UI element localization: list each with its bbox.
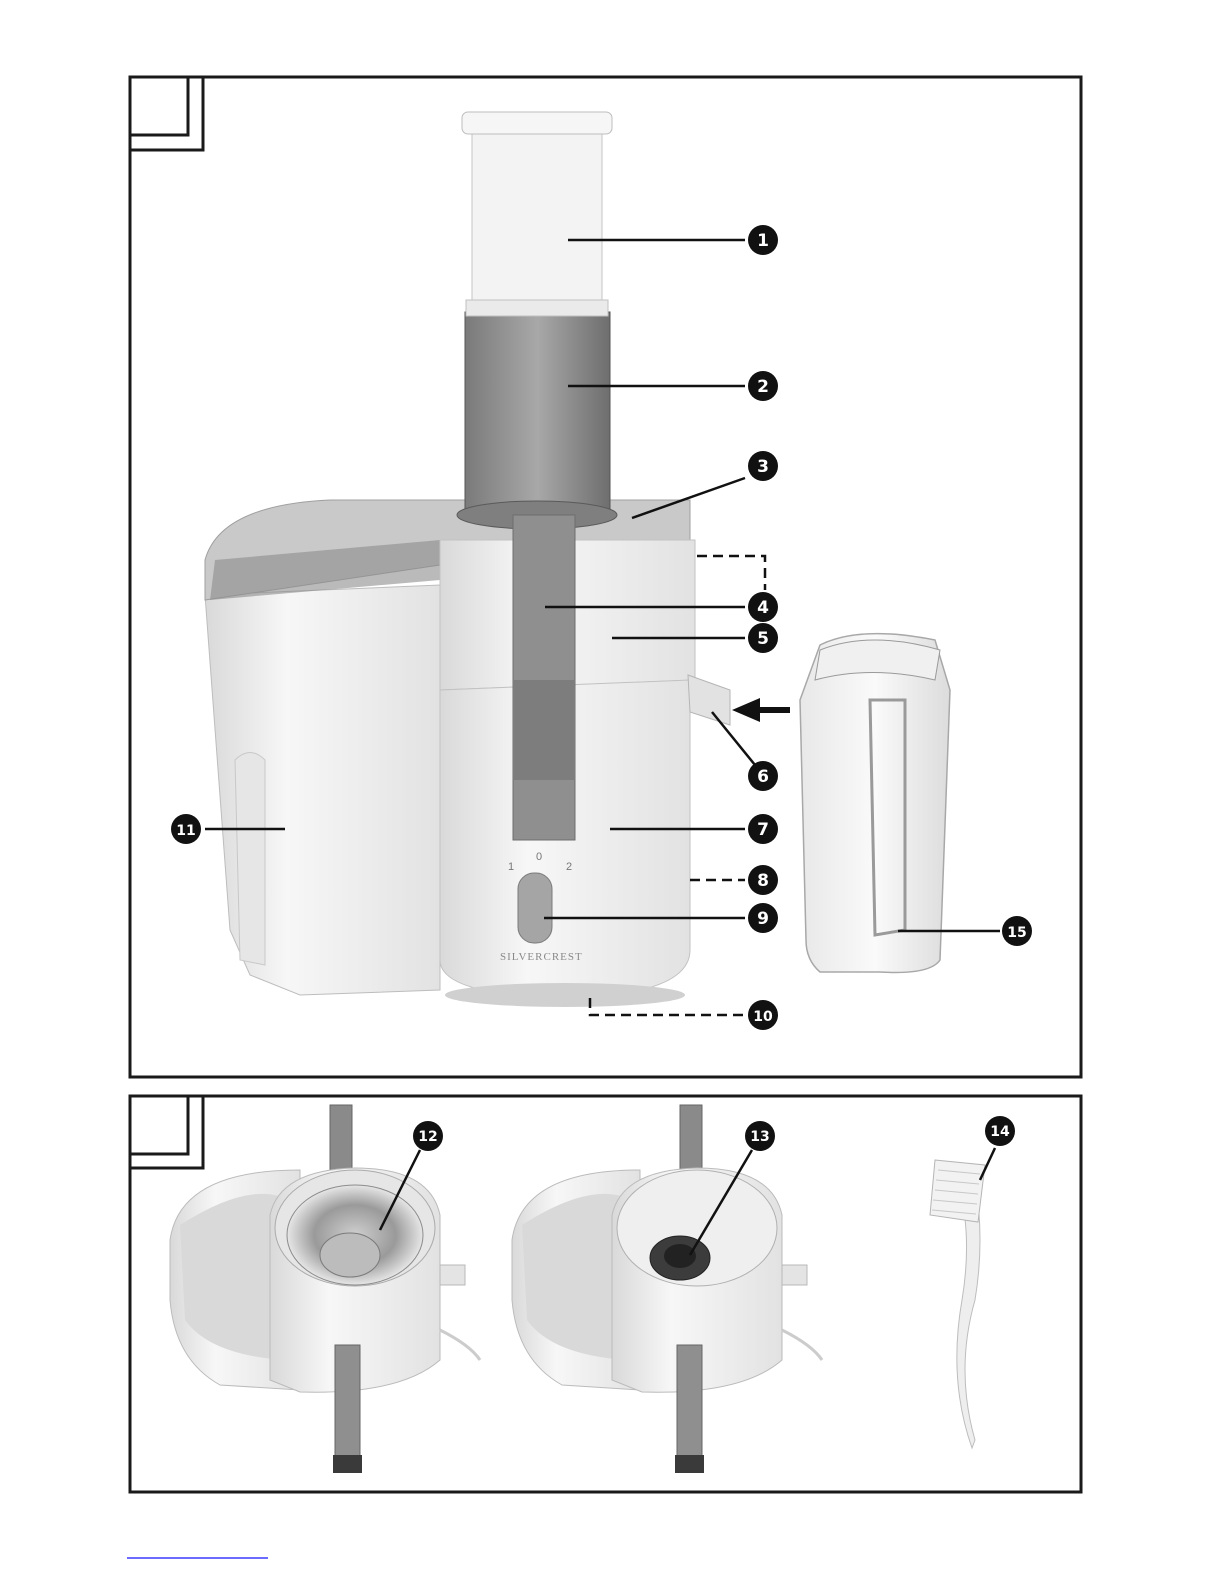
callout-8: 8 <box>748 865 778 895</box>
callout-14: 14 <box>985 1116 1015 1146</box>
callout-10: 10 <box>748 1000 778 1030</box>
callout-7: 7 <box>748 814 778 844</box>
callout-12: 12 <box>413 1121 443 1151</box>
svg-text:8: 8 <box>757 871 769 891</box>
switch-label-left: 1 <box>508 861 514 873</box>
callout-5: 5 <box>748 623 778 653</box>
callout-15: 15 <box>1002 916 1032 946</box>
switch-label-right: 2 <box>566 861 572 873</box>
callout-2: 2 <box>748 371 778 401</box>
svg-text:3: 3 <box>757 457 769 477</box>
svg-text:4: 4 <box>757 598 769 618</box>
svg-text:9: 9 <box>757 909 769 929</box>
svg-text:10: 10 <box>753 1009 773 1025</box>
svg-text:1: 1 <box>757 231 769 251</box>
svg-text:15: 15 <box>1007 925 1026 941</box>
svg-text:2: 2 <box>757 377 769 397</box>
svg-text:14: 14 <box>990 1124 1010 1140</box>
callout-13: 13 <box>745 1121 775 1151</box>
callout-6: 6 <box>748 761 778 791</box>
callout-9: 9 <box>748 903 778 933</box>
svg-text:5: 5 <box>757 629 769 649</box>
svg-text:6: 6 <box>757 767 769 787</box>
callout-1: 1 <box>748 225 778 255</box>
figure-a-letter-box <box>130 77 188 135</box>
callout-3: 3 <box>748 451 778 481</box>
figure-b-letter-box <box>130 1096 188 1154</box>
svg-text:7: 7 <box>757 820 769 840</box>
juicer-with-filter-illustration <box>170 1105 480 1473</box>
juicer-illustration: 1 0 2 SILVERCREST <box>205 112 950 1007</box>
arrow-icon <box>732 698 790 722</box>
svg-text:12: 12 <box>418 1129 437 1145</box>
switch-label-center: 0 <box>536 851 542 863</box>
callouts-figure-b: 12 13 14 <box>413 1116 1015 1151</box>
callout-4: 4 <box>748 592 778 622</box>
callout-11: 11 <box>171 814 201 844</box>
cleaning-brush-illustration <box>930 1148 995 1448</box>
svg-text:11: 11 <box>176 823 195 839</box>
svg-text:13: 13 <box>750 1129 769 1145</box>
brand-logo: SILVERCREST <box>500 951 583 963</box>
juicer-drive-coupling-illustration <box>512 1105 822 1473</box>
